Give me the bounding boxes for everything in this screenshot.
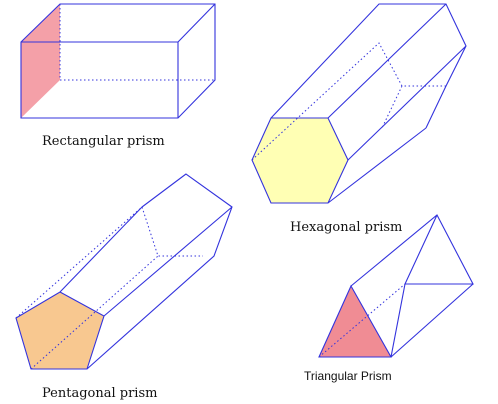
triangular-prism-end-face bbox=[319, 286, 391, 357]
pentagonal-prism-label: Pentagonal prism bbox=[42, 386, 158, 401]
hexagonal-prism-label: Hexagonal prism bbox=[290, 220, 403, 235]
pentagonal-prism bbox=[15, 173, 233, 370]
hexagonal-prism bbox=[251, 3, 467, 204]
rectangular-prism-label: Rectangular prism bbox=[42, 134, 165, 149]
hexagonal-prism-visible-edges bbox=[251, 3, 467, 204]
pentagonal-prism-hidden-edges bbox=[15, 206, 203, 370]
triangular-prism-visible-edges bbox=[318, 214, 474, 358]
pentagonal-prism-end-face bbox=[16, 292, 104, 369]
pentagonal-prism-visible-edges bbox=[15, 173, 233, 370]
triangular-prism-label: Triangular Prism bbox=[304, 369, 392, 383]
hexagonal-prism-end-face bbox=[252, 118, 348, 203]
rectangular-prism-front-face bbox=[21, 4, 60, 118]
rectangular-prism-visible-edges bbox=[20, 3, 216, 119]
triangular-prism bbox=[318, 214, 474, 358]
rectangular-prism bbox=[20, 3, 216, 119]
triangular-prism-hidden-edges bbox=[318, 283, 406, 358]
rectangular-prism-hidden-edges bbox=[59, 4, 215, 81]
hexagonal-prism-hidden-edges bbox=[251, 42, 446, 161]
